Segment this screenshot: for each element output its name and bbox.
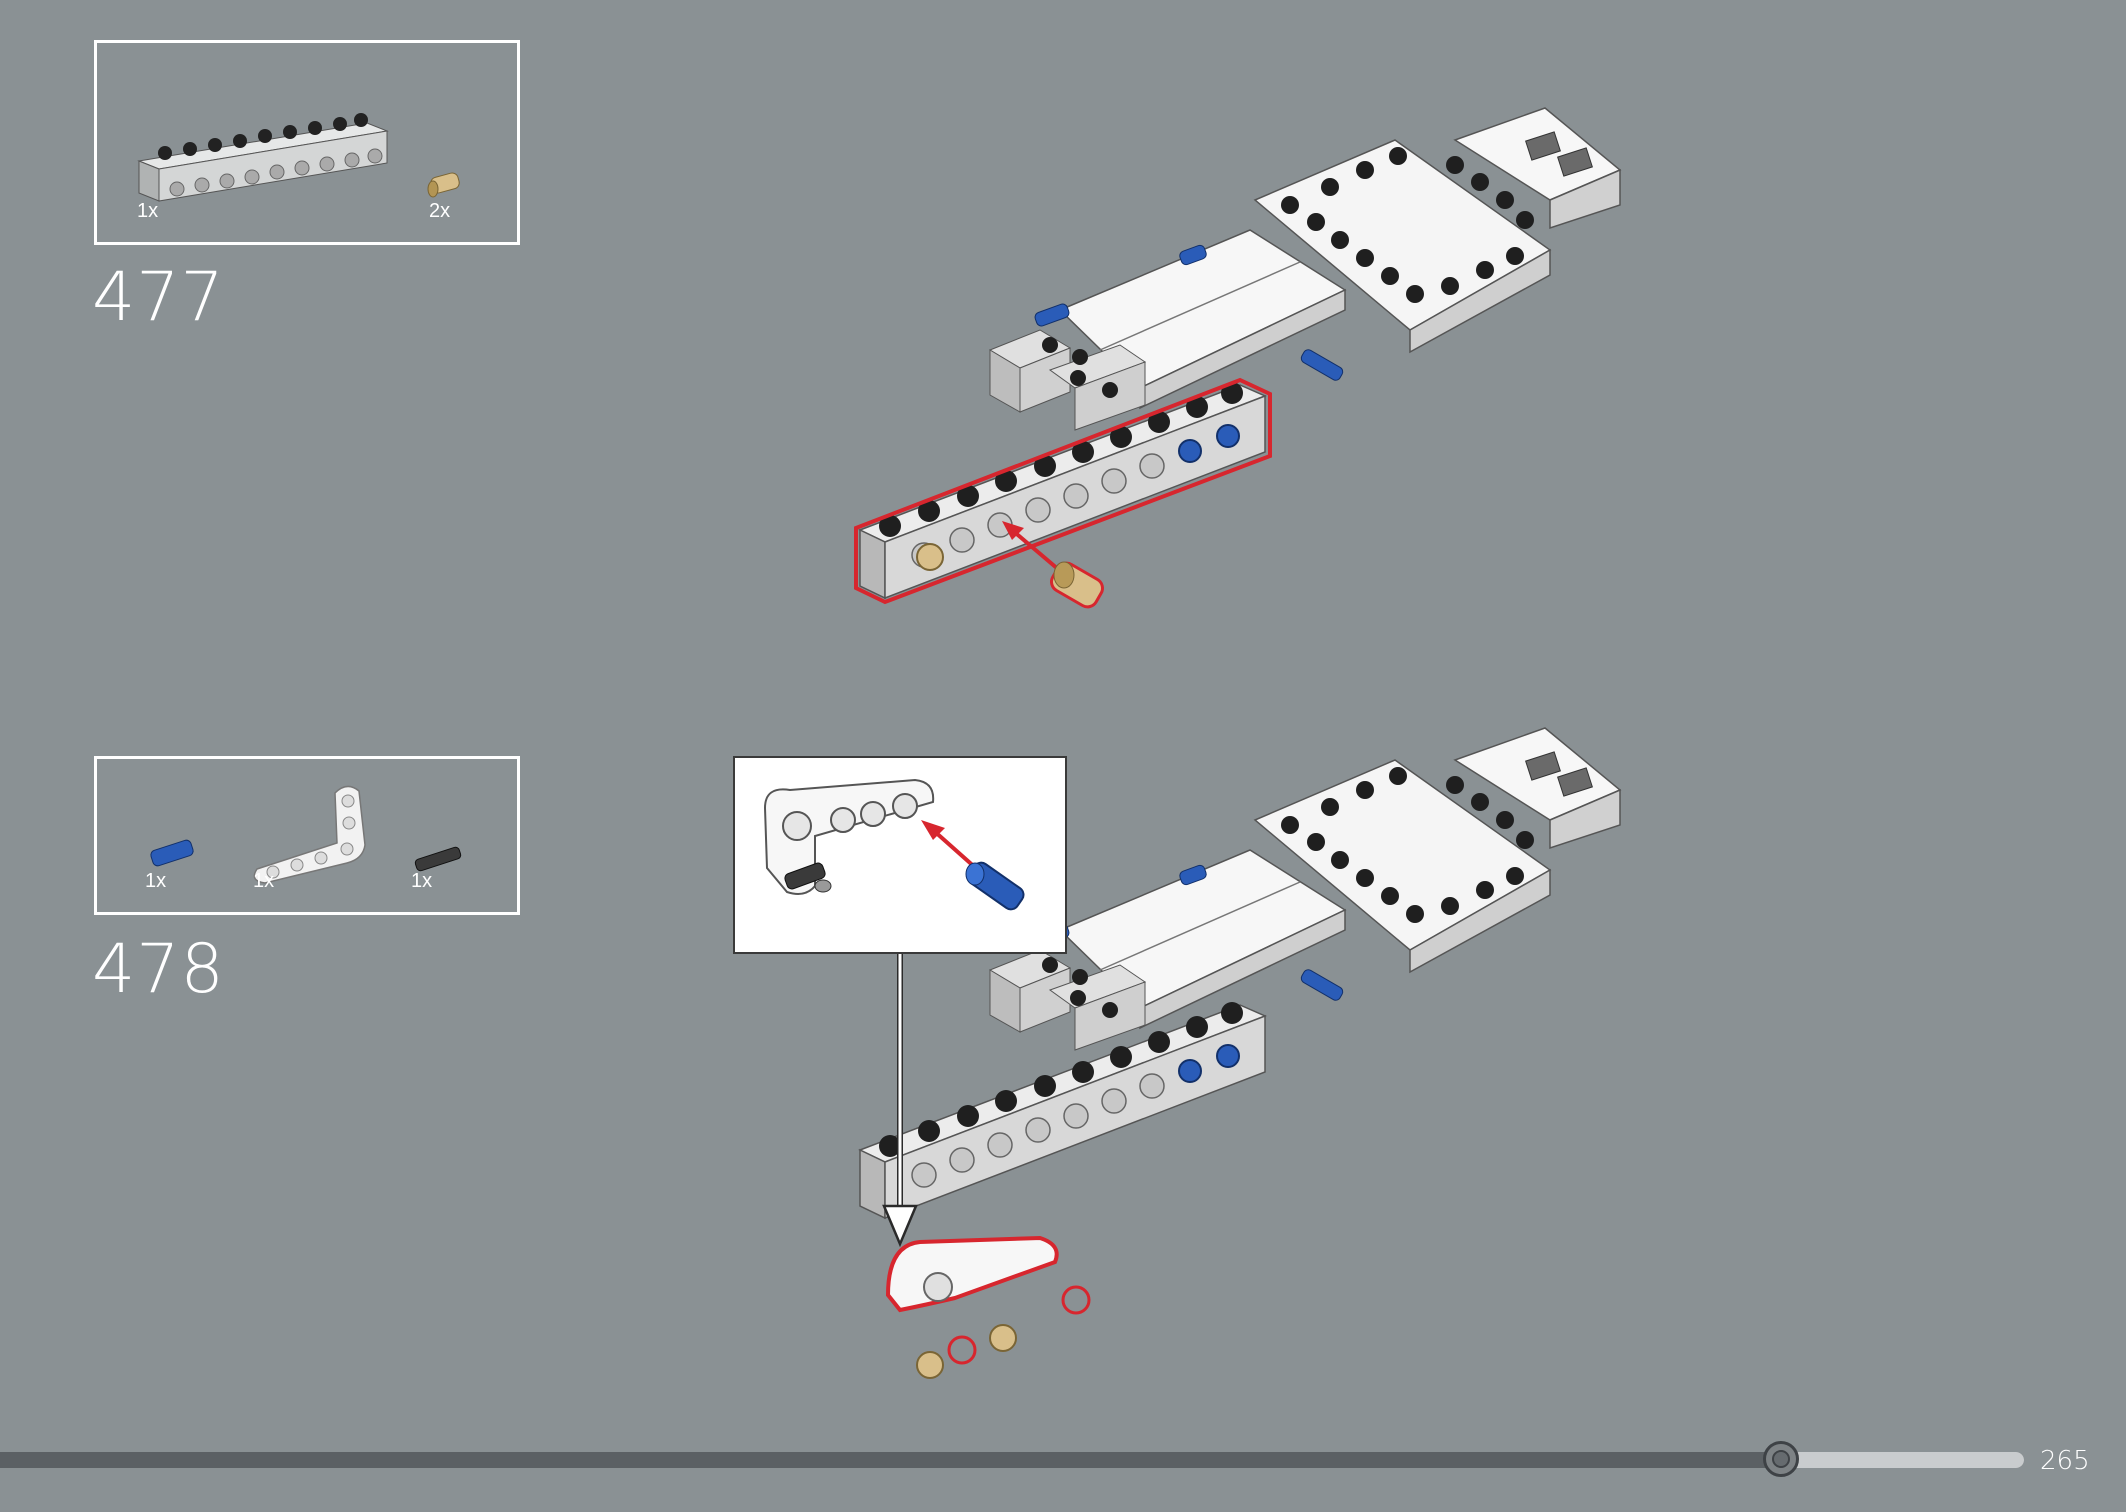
new-part-highlight	[854, 377, 1272, 605]
part-qty: 2x	[429, 200, 451, 222]
technic-beam-icon	[137, 113, 389, 202]
tan-pin-icon	[989, 1324, 1017, 1352]
sub-assembly-callout	[733, 756, 1067, 954]
callout-arrow-head	[882, 1204, 918, 1248]
black-axle-icon	[784, 862, 832, 893]
white-l-beam-icon	[253, 785, 366, 884]
tan-pin-icon	[916, 543, 944, 571]
parts-list-box-478: 1x 1x 1x	[94, 756, 520, 915]
parts-list-box-477: 1x 2x	[94, 40, 520, 245]
parts-list-478-illustration	[150, 785, 462, 884]
blue-axle-pin-icon	[965, 861, 1025, 911]
step-number-477: 477	[92, 258, 225, 337]
page-progress-knob[interactable]	[1763, 1441, 1799, 1477]
tan-pin-icon	[427, 172, 460, 198]
model-step-477	[854, 107, 1621, 609]
hole-highlight	[1061, 1285, 1091, 1315]
tan-pin-icon	[916, 1351, 944, 1379]
white-l-beam-icon	[763, 778, 935, 895]
model-step-478	[859, 727, 1621, 1379]
part-qty: 1x	[145, 870, 167, 892]
blue-axle-pin-icon	[150, 839, 194, 867]
black-axle-icon	[414, 846, 462, 872]
arrow-head	[921, 820, 945, 840]
part-qty: 1x	[137, 200, 159, 222]
arrow-head	[1002, 521, 1024, 540]
page-progress-bar	[0, 1452, 2024, 1468]
step-number-478: 478	[92, 930, 225, 1009]
part-qty: 1x	[253, 870, 275, 892]
parts-list-477-illustration	[137, 113, 460, 202]
page-number: 265	[2040, 1446, 2090, 1476]
callout-illustration	[763, 778, 1025, 911]
hole-highlight	[947, 1335, 977, 1365]
part-qty: 1x	[411, 870, 433, 892]
tan-pin-icon	[1050, 561, 1104, 609]
page-progress-remaining	[1781, 1452, 2024, 1468]
white-l-beam-icon	[885, 1235, 1059, 1313]
